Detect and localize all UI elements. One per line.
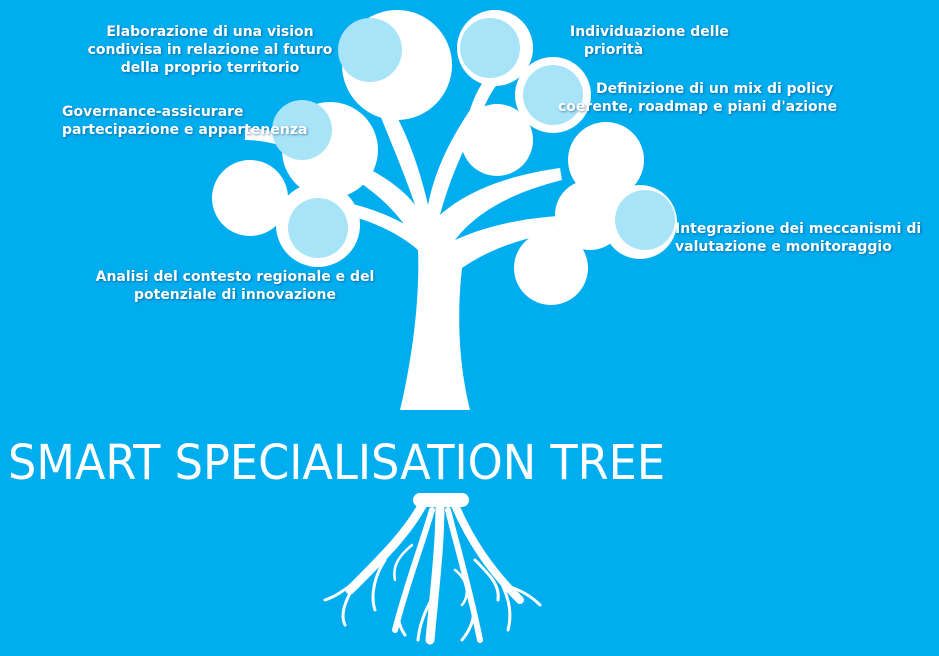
accent-node-governance	[272, 100, 332, 160]
tree-roots	[323, 493, 542, 645]
leaf-node	[461, 104, 533, 176]
accent-nodes	[272, 18, 675, 258]
label-governance: Governance-assicurare partecipazione e a…	[62, 104, 308, 138]
label-integrazione: Integrazione dei meccanismi di valutazio…	[675, 221, 922, 255]
leaf-node	[568, 122, 644, 198]
page-title: SMART SPECIALISATION TREE	[8, 435, 666, 491]
accent-node-policy	[523, 65, 583, 125]
label-priorita: Individuazione delle priorità	[570, 24, 729, 58]
accent-node-priorita	[460, 18, 520, 78]
label-vision: Elaborazione di una vision condivisa in …	[87, 24, 333, 76]
accent-node-vision	[338, 18, 402, 82]
accent-node-integrazione	[615, 190, 675, 250]
accent-node-analisi	[288, 198, 348, 258]
label-policy: Definizione di un mix di policy coerente…	[558, 81, 838, 115]
label-analisi: Analisi del contesto regionale e del pot…	[95, 269, 375, 303]
leaf-node	[212, 160, 288, 236]
leaf-node	[514, 231, 588, 305]
